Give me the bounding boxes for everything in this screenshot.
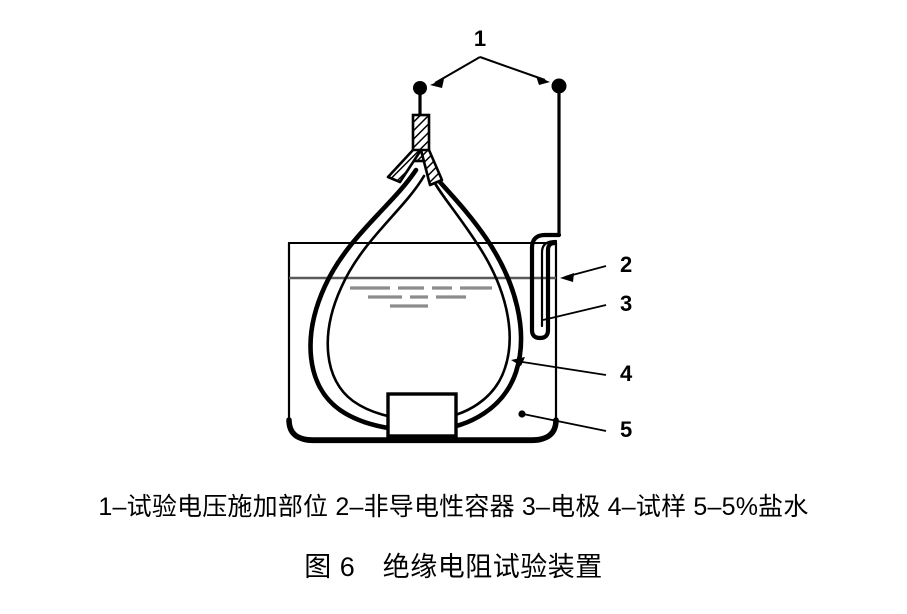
apparatus-diagram: 1 2 3 4 5 (286, 26, 633, 444)
braided-cable-crimp-junction (386, 113, 444, 187)
callout-5-leader (518, 410, 607, 432)
specimen-sample-block (386, 392, 458, 438)
callout-label-2: 2 (620, 252, 632, 277)
figure-legend: 1–试验电压施加部位 2–非导电性容器 3–电极 4–试样 5–5%盐水 (98, 493, 809, 521)
callout-label-4: 4 (620, 361, 633, 386)
test-voltage-terminal-right (551, 78, 567, 94)
callout-label-1: 1 (474, 26, 486, 51)
callout-label-3: 3 (620, 291, 632, 316)
callout-3-leader (542, 304, 607, 321)
callout-4-leader (511, 357, 607, 376)
callout-2-leader (560, 265, 607, 282)
figure-title: 图 6 绝缘电阻试验装置 (304, 552, 603, 582)
test-voltage-terminal-left (413, 81, 427, 95)
callout-label-5: 5 (620, 417, 632, 442)
water-ripple-marks (350, 286, 492, 308)
callout-1-leader (430, 56, 550, 88)
specimen-cable-loop (308, 167, 524, 433)
hook-electrode (529, 232, 562, 341)
non-conductive-vessel (286, 241, 559, 444)
